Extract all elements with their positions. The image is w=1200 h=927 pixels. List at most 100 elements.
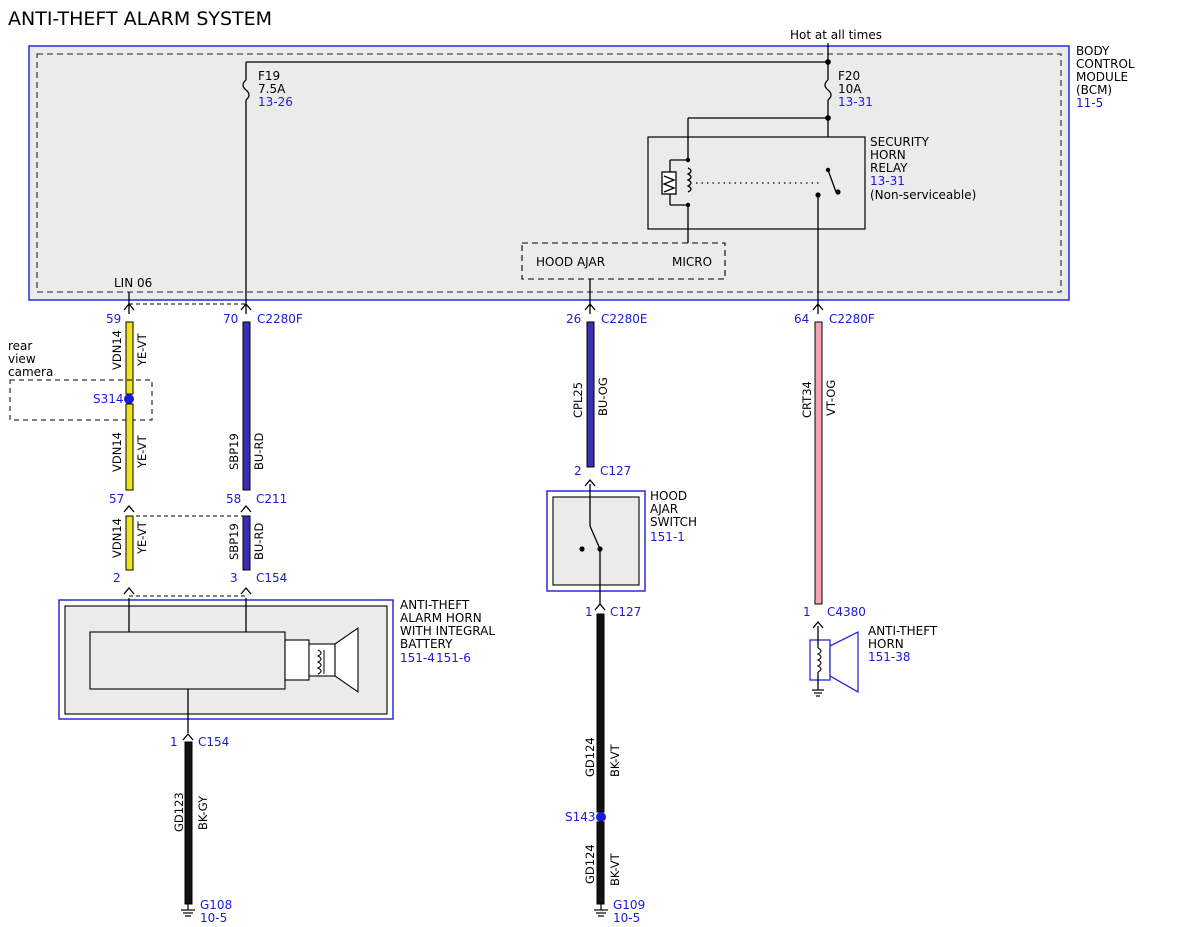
fuse-f19-rating: 7.5A	[258, 82, 286, 96]
alarm-horn-label-3: WITH INTEGRAL	[400, 624, 495, 638]
pin-2-c127: 2	[574, 464, 582, 478]
wire-sbp19-color-2: BU-RD	[252, 523, 266, 560]
wire-crt34-color: VT-OG	[824, 380, 838, 416]
splice-s143-dot	[596, 812, 606, 822]
connector-c2280e: C2280E	[601, 312, 648, 326]
alarm-horn-label-1: ANTI-THEFT	[400, 598, 470, 612]
wire-cpl25-color: BU-OG	[596, 377, 610, 416]
diagram-title: ANTI-THEFT ALARM SYSTEM	[8, 8, 272, 30]
connector-c127-top: C127	[600, 464, 631, 478]
wire-vdn14-circuit-2: VDN14	[110, 432, 124, 472]
fuse-f20-name: F20	[838, 69, 860, 83]
hood-switch-ref: 151-1	[650, 530, 685, 544]
power-label: Hot at all times	[790, 28, 882, 42]
wire-gd123-color: BK-GY	[196, 795, 210, 830]
camera-label-2: view	[8, 352, 36, 366]
pin-64: 64	[794, 312, 809, 326]
connector-c127-bottom: C127	[610, 605, 641, 619]
wire-cpl25	[586, 321, 595, 468]
connector-c2280f-left: C2280F	[257, 312, 303, 326]
relay-label-1: SECURITY	[870, 135, 930, 149]
wire-gd124-color-2: BK-VT	[608, 852, 622, 886]
alarm-horn-speaker-icon	[284, 626, 359, 694]
connector-58-arrow	[240, 505, 252, 513]
pin-3: 3	[230, 571, 238, 585]
connector-c211: C211	[256, 492, 287, 506]
relay-label-3: RELAY	[870, 161, 908, 175]
connector-3-arrow	[240, 587, 252, 595]
antitheft-horn-label-1: ANTI-THEFT	[868, 624, 938, 638]
alarm-horn-ref-2: 151-6	[436, 651, 471, 665]
antitheft-horn-label-2: HORN	[868, 637, 904, 651]
micro-input-label: HOOD AJAR	[536, 255, 605, 269]
wire-vdn14-circuit-1: VDN14	[110, 330, 124, 370]
power-bus	[246, 43, 831, 65]
bcm-ref: 11-5	[1076, 96, 1103, 110]
ground-g109-icon	[594, 904, 608, 917]
wire-sbp19-lower	[242, 515, 251, 571]
connector-2-arrow-horn	[123, 587, 135, 595]
ground-g108: G108	[200, 898, 232, 912]
connector-57-arrow	[123, 505, 135, 513]
wire-vdn14-color-2: YE-VT	[135, 434, 149, 469]
hood-switch-label-3: SWITCH	[650, 515, 697, 529]
pin-1-c127: 1	[585, 605, 593, 619]
wire-gd124-color-1: BK-VT	[608, 743, 622, 777]
wire-gd123-circuit: GD123	[172, 792, 186, 832]
wire-sbp19-upper	[242, 321, 251, 491]
wire-vdn14-circuit-3: VDN14	[110, 518, 124, 558]
connector-c154-top: C154	[256, 571, 287, 585]
connector-1-c127-arrow	[594, 603, 606, 611]
wire-gd124-circuit-2: GD124	[583, 844, 597, 884]
pin-59: 59	[106, 312, 121, 326]
alarm-horn-ref-1: 151-4	[400, 651, 435, 665]
pin-57: 57	[109, 492, 124, 506]
fuse-f19-ref: 13-26	[258, 95, 293, 109]
relay-ref: 13-31	[870, 174, 905, 188]
wire-vdn14-lower	[125, 515, 134, 571]
connector-c2280f-right: C2280F	[829, 312, 875, 326]
bcm-label-3: MODULE	[1076, 70, 1128, 84]
rear-view-camera-box	[9, 379, 153, 421]
pin-70: 70	[223, 312, 238, 326]
wire-sbp19-color-1: BU-RD	[252, 433, 266, 470]
pin-26: 26	[566, 312, 581, 326]
relay-label-2: HORN	[870, 148, 906, 162]
wire-gd124-circuit-1: GD124	[583, 737, 597, 777]
fuse-f19-symbol	[242, 62, 250, 314]
wire-crt34	[814, 321, 823, 605]
micro-label: MICRO	[672, 255, 712, 269]
lin-label: LIN 06	[114, 276, 152, 290]
wire-sbp19-circuit-2: SBP19	[227, 523, 241, 560]
wire-sbp19-circuit-1: SBP19	[227, 433, 241, 470]
pin-1-c4380: 1	[803, 605, 811, 619]
ground-g108-ref: 10-5	[200, 911, 227, 925]
bcm-label-4: (BCM)	[1076, 83, 1112, 97]
fuse-f20-ref: 13-31	[838, 95, 873, 109]
hood-switch-label-1: HOOD	[650, 489, 687, 503]
ground-g108-icon	[181, 904, 195, 917]
pin-1-c154: 1	[170, 735, 178, 749]
splice-s314-dot	[124, 394, 134, 404]
alarm-horn-label-4: BATTERY	[400, 637, 453, 651]
connector-group-lines	[129, 303, 246, 597]
wire-vdn14-upper	[125, 321, 134, 395]
alarm-horn-label-2: ALARM HORN	[400, 611, 482, 625]
ground-g109-ref: 10-5	[613, 911, 640, 925]
hood-ajar-switch	[546, 484, 646, 604]
bcm-label-2: CONTROL	[1076, 57, 1135, 71]
wire-crt34-circuit: CRT34	[800, 381, 814, 418]
connector-1-c154-arrow	[182, 733, 194, 741]
bcm-label-1: BODY	[1076, 44, 1110, 58]
ground-g109: G109	[613, 898, 645, 912]
micro-processor-box	[521, 242, 726, 314]
antitheft-horn-ref: 151-38	[868, 650, 911, 664]
wire-vdn14-middle	[125, 403, 134, 491]
anti-theft-horn-icon	[809, 626, 859, 697]
splice-s143: S143	[565, 810, 596, 824]
fuse-f20-rating: 10A	[838, 82, 862, 96]
pin-58: 58	[226, 492, 241, 506]
relay-note: (Non-serviceable)	[870, 188, 976, 202]
fuse-f19-name: F19	[258, 69, 280, 83]
